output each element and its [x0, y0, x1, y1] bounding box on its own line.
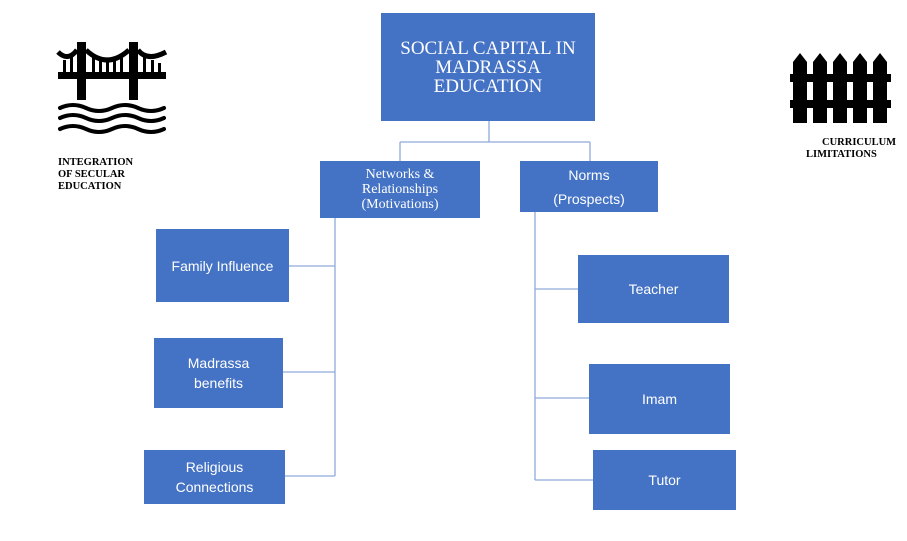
title-text: SOCIAL CAPITAL IN MADRASSA EDUCATION — [400, 37, 576, 97]
curriculum-label: CURRICULUM LIMITATIONS — [806, 137, 896, 161]
title-box: SOCIAL CAPITAL IN MADRASSA EDUCATION — [381, 13, 595, 121]
networks-box: Networks & Relationships (Motivations) — [320, 161, 480, 218]
madrassa-benefits-line-1: Madrassa — [187, 355, 250, 371]
curriculum-label-line-1: CURRICULUM — [822, 137, 897, 148]
madrassa-benefits-line-2: benefits — [193, 375, 244, 391]
tutor-box: Tutor — [593, 450, 736, 510]
tutor-label: Tutor — [648, 472, 681, 488]
networks-line-1: Networks & — [365, 167, 435, 182]
integration-label-line-3: EDUCATION — [58, 181, 122, 192]
norms-line-1: Norms — [568, 166, 610, 183]
norms-box: Norms (Prospects) — [520, 161, 658, 212]
networks-line-3: (Motivations) — [361, 197, 439, 212]
family-influence-label: Family Influence — [171, 257, 274, 274]
religious-connections-line-2: Connections — [175, 479, 254, 495]
madrassa-benefits-box: Madrassa benefits — [154, 338, 283, 408]
religious-connections-box: Religious Connections — [144, 450, 285, 504]
integration-label-line-2: OF SECULAR — [58, 169, 125, 180]
teacher-box: Teacher — [578, 255, 729, 323]
religious-connections-line-1: Religious — [185, 459, 244, 475]
imam-label: Imam — [642, 391, 677, 407]
imam-box: Imam — [589, 364, 730, 434]
family-influence-box: Family Influence — [156, 229, 289, 302]
integration-label-line-1: INTEGRATION — [58, 157, 134, 168]
integration-label: INTEGRATION OF SECULAR EDUCATION — [58, 157, 133, 193]
teacher-label: Teacher — [628, 281, 679, 297]
networks-line-2: Relationships — [361, 182, 439, 197]
curriculum-label-line-2: LIMITATIONS — [806, 149, 877, 160]
norms-line-2: (Prospects) — [553, 190, 625, 207]
